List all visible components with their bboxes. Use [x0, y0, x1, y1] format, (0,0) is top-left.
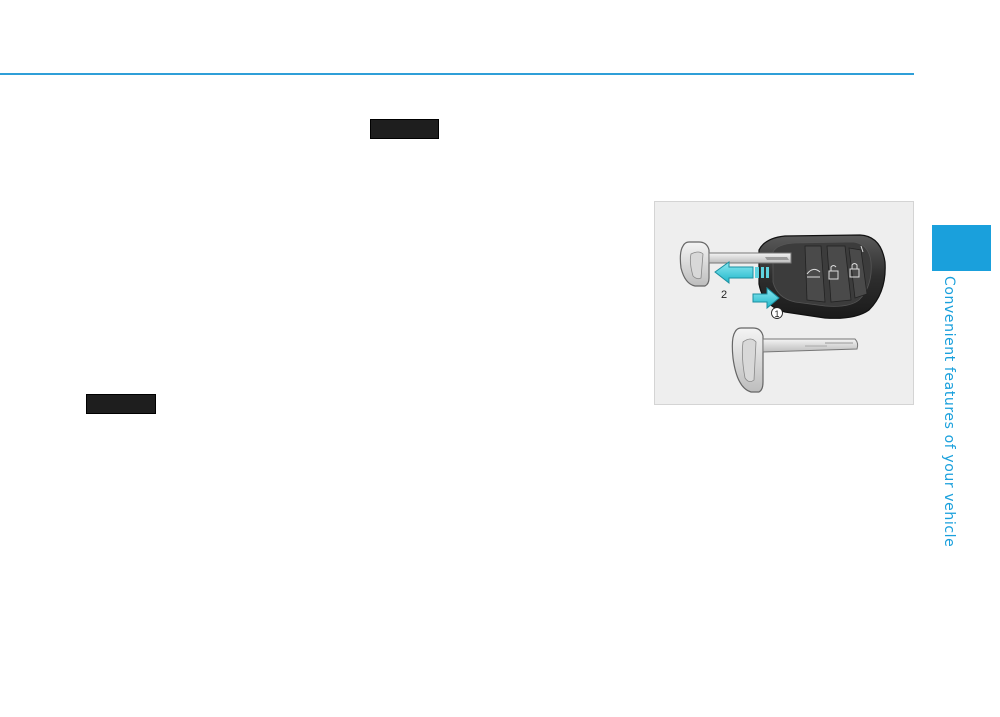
smart-key-fob [758, 234, 886, 319]
arrow-step-1 [752, 286, 780, 310]
trunk-icon [806, 268, 821, 278]
chapter-title: Convenient features of your vehicle [941, 276, 957, 548]
redacted-label [370, 119, 439, 139]
arrow-step-2 [714, 261, 769, 285]
chapter-tab [932, 225, 991, 271]
step-2-label: 2 [721, 289, 727, 301]
smart-key-illustration: 2 1 [654, 201, 914, 405]
smart-key-mechanical-key-diagram: 2 1 [679, 234, 886, 393]
unlock-icon [828, 265, 839, 280]
redacted-label [86, 394, 156, 414]
step-1-marker: 1 [771, 307, 783, 319]
lock-icon [849, 263, 860, 278]
mechanical-key-inserted [679, 241, 792, 287]
mechanical-key-removed [731, 327, 859, 393]
step-1-label: 1 [774, 309, 779, 319]
header-rule [0, 73, 914, 75]
